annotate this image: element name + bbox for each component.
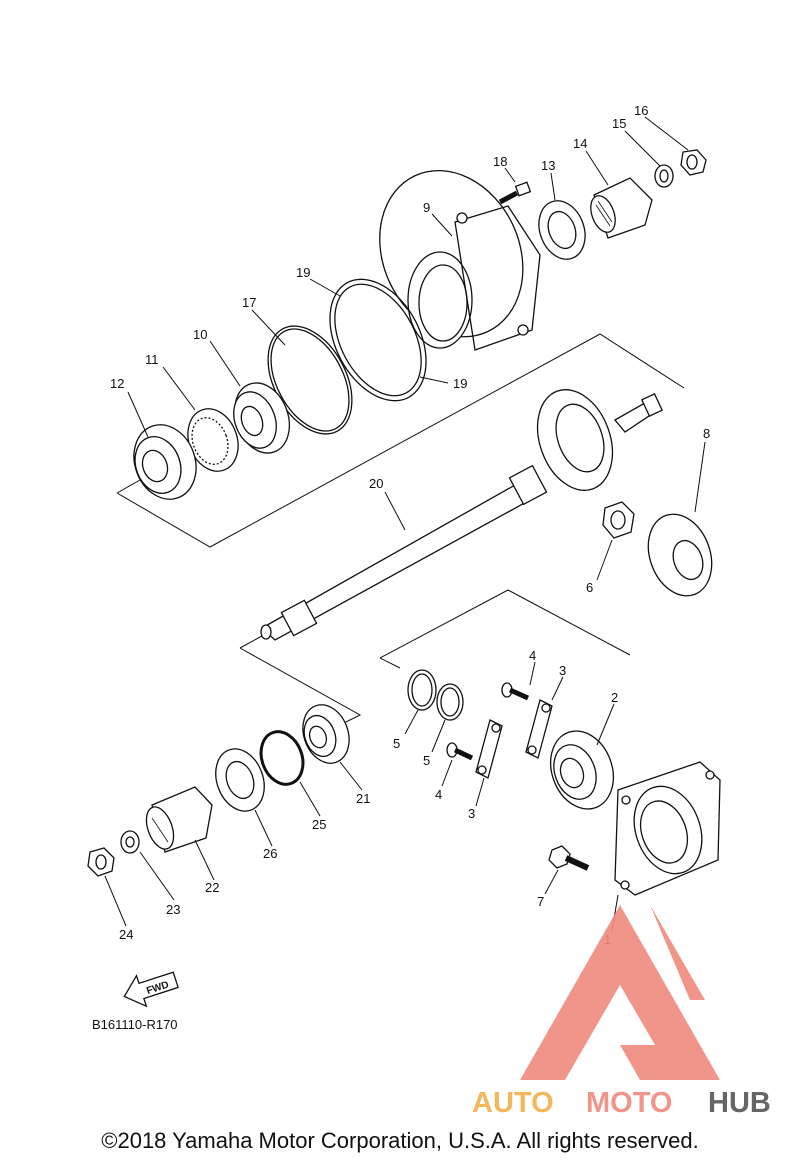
label-part-11: 11 — [145, 352, 159, 367]
part-12-bearing — [133, 424, 197, 500]
label-part-7: 7 — [537, 894, 544, 909]
leader-lines — [104, 116, 706, 932]
label-part-25: 25 — [312, 817, 326, 832]
label-part-4-upper: 4 — [529, 648, 536, 663]
group-outline-middle — [239, 635, 362, 731]
label-part-20: 20 — [369, 476, 383, 491]
part-18-bolt — [498, 181, 532, 205]
part-4-screw-upper — [501, 682, 530, 701]
group-outline-upper — [116, 333, 685, 548]
fwd-arrow-icon: FWD — [123, 971, 179, 1008]
diagram-code: B161110-R170 — [92, 1017, 178, 1032]
part-7-bolt — [548, 845, 590, 871]
label-part-21: 21 — [356, 791, 370, 806]
automotohub-logo: AUTO MOTO HUB — [472, 905, 771, 1119]
part-19-gasket — [329, 278, 427, 402]
part-5-shim-lower — [436, 683, 464, 721]
part-21-bearing — [302, 704, 350, 764]
logo-text-moto: MOTO — [586, 1087, 672, 1119]
label-part-19-lower: 19 — [453, 376, 467, 391]
part-2-bearing — [550, 730, 614, 810]
part-5-shim-upper — [407, 669, 437, 711]
part-8-gear-set — [536, 389, 713, 597]
group-outline-lower — [379, 589, 631, 669]
copyright-notice: ©2018 Yamaha Motor Corporation, U.S.A. A… — [101, 1128, 699, 1153]
part-25-circlip — [259, 730, 305, 786]
part-24-nut — [87, 847, 115, 877]
label-part-24: 24 — [119, 927, 133, 942]
part-13-seal — [538, 200, 586, 260]
label-part-16: 16 — [634, 103, 648, 118]
part-14-coupling — [590, 177, 653, 239]
part-6-nut — [602, 501, 635, 539]
logo-text-hub: HUB — [708, 1087, 771, 1119]
part-10-bearing — [233, 382, 291, 454]
part-4-screw-lower — [446, 742, 474, 761]
label-part-13: 13 — [541, 158, 555, 173]
part-16-nut — [680, 149, 707, 176]
part-20-shaft — [260, 464, 548, 641]
label-part-3-upper: 3 — [559, 663, 566, 678]
label-part-19-upper: 19 — [296, 265, 310, 280]
label-part-18: 18 — [493, 154, 507, 169]
part-3-plate-lower — [475, 719, 503, 779]
label-part-17: 17 — [242, 295, 256, 310]
label-part-23: 23 — [166, 902, 180, 917]
label-part-12: 12 — [110, 376, 124, 391]
label-part-3-lower: 3 — [468, 806, 475, 821]
part-labels: 16 15 14 13 18 9 19 19 17 10 11 12 8 20 … — [110, 103, 710, 947]
part-9-housing — [379, 169, 541, 351]
label-part-2: 2 — [611, 690, 618, 705]
part-1-housing — [614, 761, 721, 896]
label-part-14: 14 — [573, 136, 587, 151]
label-part-26: 26 — [263, 846, 277, 861]
label-part-6: 6 — [586, 580, 593, 595]
part-3-plate-upper — [525, 699, 553, 759]
label-part-10: 10 — [193, 327, 207, 342]
label-part-5-lower: 5 — [423, 753, 430, 768]
part-22-coupling — [145, 786, 213, 853]
label-part-15: 15 — [612, 116, 626, 131]
label-part-9: 9 — [423, 200, 430, 215]
label-part-22: 22 — [205, 880, 219, 895]
label-part-8: 8 — [703, 426, 710, 441]
label-part-4-lower: 4 — [435, 787, 442, 802]
part-26-seal — [215, 748, 265, 812]
logo-text-auto: AUTO — [472, 1087, 554, 1119]
label-part-5-upper: 5 — [393, 736, 400, 751]
